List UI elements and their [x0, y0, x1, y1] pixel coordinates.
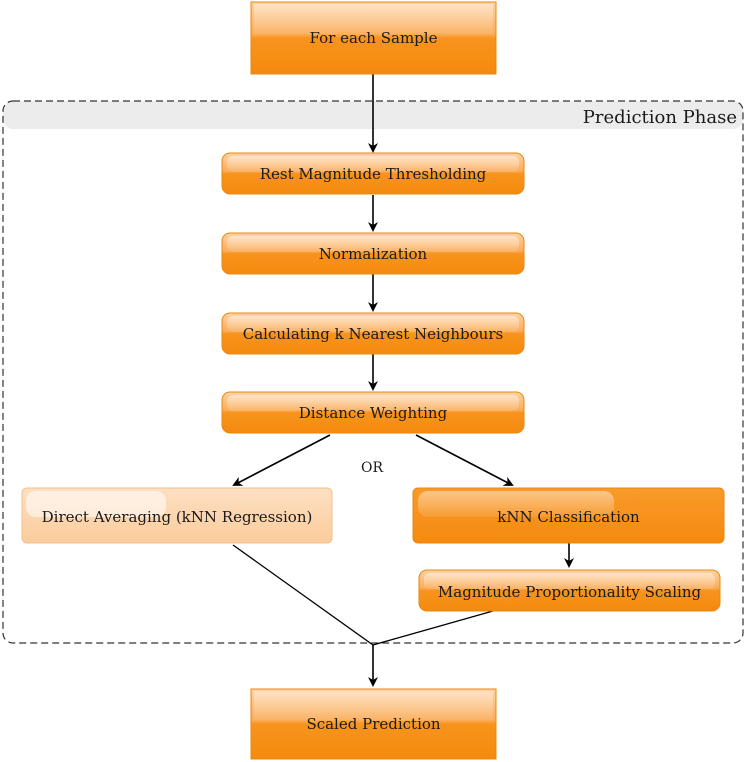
- phase-label: Prediction Phase: [583, 107, 737, 128]
- node-start: For each Sample: [250, 1, 497, 75]
- node-weight-label: Distance Weighting: [299, 404, 448, 422]
- arrow-weight-to-classify: [415, 434, 514, 486]
- connectors: [232, 74, 574, 687]
- node-classify-label: kNN Classification: [497, 508, 640, 526]
- node-avg-label: Direct Averaging (kNN Regression): [42, 508, 313, 526]
- node-threshold: Rest Magnitude Thresholding: [221, 152, 525, 195]
- node-weight: Distance Weighting: [221, 391, 525, 434]
- node-classify: kNN Classification: [412, 487, 725, 544]
- line-scale-to-merge: [372, 610, 494, 646]
- line-avg-to-merge: [232, 544, 374, 646]
- node-end-label: Scaled Prediction: [306, 715, 440, 733]
- node-normalize-label: Normalization: [319, 245, 428, 263]
- phase-border: [2, 100, 744, 644]
- node-knn-label: Calculating k Nearest Neighbours: [243, 325, 503, 343]
- node-normalize: Normalization: [221, 232, 525, 275]
- node-end: Scaled Prediction: [250, 688, 497, 760]
- or-label: OR: [361, 460, 383, 476]
- node-scale-label: Magnitude Proportionality Scaling: [438, 583, 702, 601]
- node-avg: Direct Averaging (kNN Regression): [21, 487, 333, 544]
- node-start-label: For each Sample: [310, 29, 438, 47]
- node-scale: Magnitude Proportionality Scaling: [418, 569, 721, 612]
- node-knn: Calculating k Nearest Neighbours: [221, 312, 525, 355]
- arrow-weight-to-avg: [232, 434, 331, 486]
- node-threshold-label: Rest Magnitude Thresholding: [260, 165, 487, 183]
